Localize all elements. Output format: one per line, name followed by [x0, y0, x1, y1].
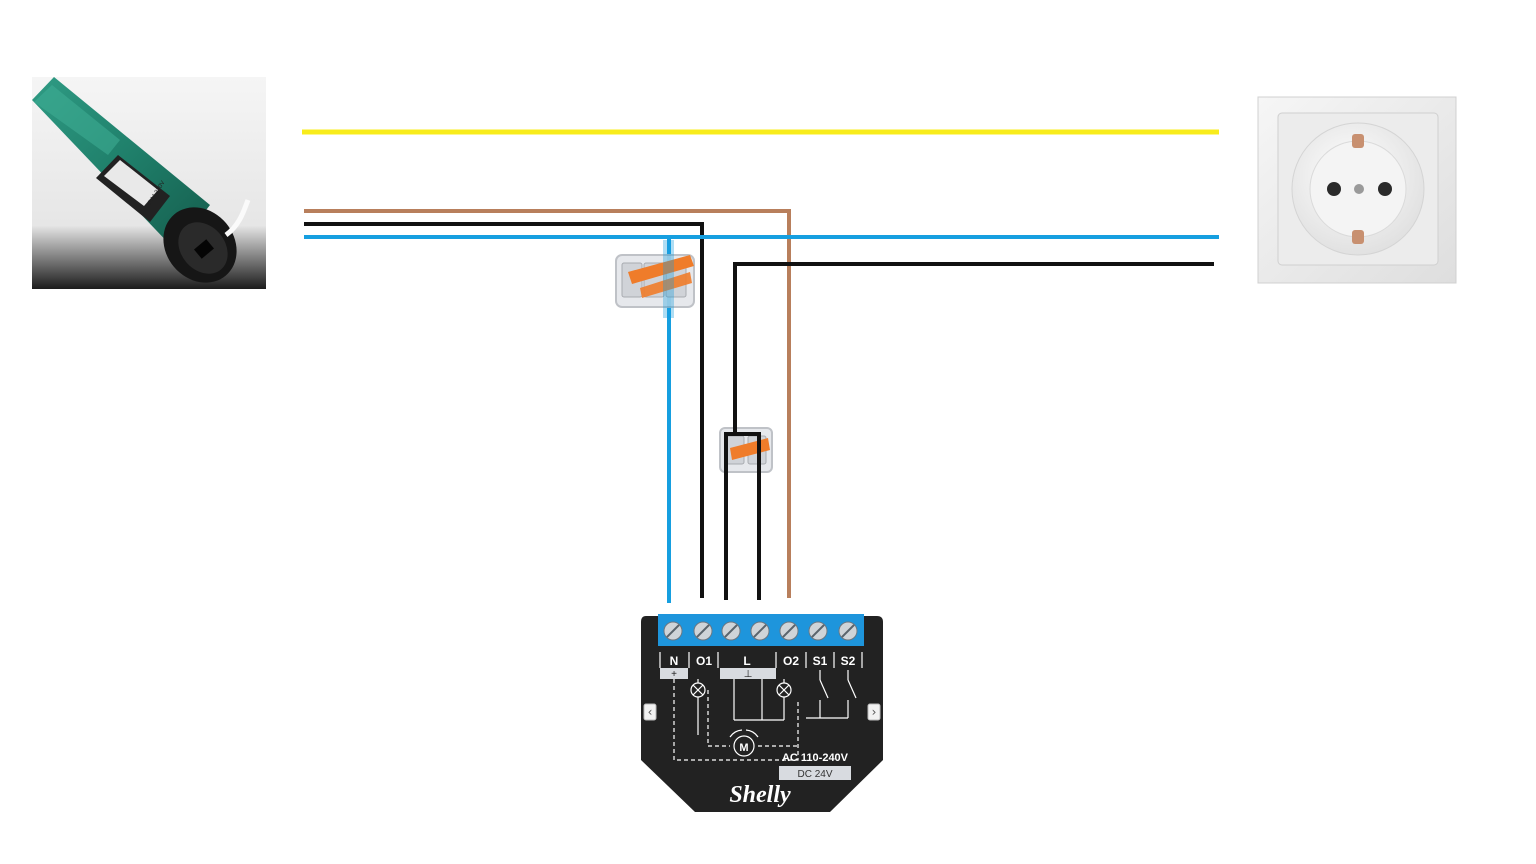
nav-arrow-left[interactable]: ‹	[643, 703, 657, 721]
internal-schematic	[673, 670, 857, 761]
motor-direction-wire-brown	[304, 209, 791, 598]
motor-symbol	[733, 735, 755, 757]
terminal-screws	[663, 621, 858, 641]
motor-symbol-label: M	[739, 742, 748, 754]
socket-earth-clip-bottom	[1352, 230, 1364, 244]
terminal-label-n: N	[670, 654, 679, 668]
motor-head	[163, 207, 237, 283]
socket-pin-hole-right	[1378, 182, 1392, 196]
shelly-logo: Shelly	[729, 782, 791, 808]
motor-direction-wire-black	[304, 222, 704, 598]
nav-arrow-right-glyph: ›	[872, 705, 877, 719]
shelly-relay: N O1 L O2 S1 S2 + ⊥	[641, 614, 883, 812]
voltage-ac-label: AC 110-240V	[782, 752, 849, 764]
nav-arrow-right[interactable]: ›	[867, 703, 881, 721]
tubular-motor: IP44 230V	[32, 77, 266, 289]
socket-pin-hole-left	[1327, 182, 1341, 196]
wall-socket	[1257, 96, 1457, 284]
terminal-label-o2: O2	[783, 654, 799, 668]
nav-arrow-left-glyph: ‹	[648, 705, 653, 719]
terminal-label-s2: S2	[841, 654, 856, 668]
terminal-sub-l: ⊥	[744, 669, 753, 680]
terminal-label-s1: S1	[813, 654, 828, 668]
voltage-dc-label: DC 24V	[797, 769, 832, 780]
motor-label: IP44 230V	[96, 155, 170, 222]
terminal-label-o1: O1	[696, 654, 712, 668]
terminal-label-l: L	[743, 654, 750, 668]
socket-earth-clip-top	[1352, 134, 1364, 148]
terminal-sub-n: +	[671, 669, 677, 680]
wago-connector-neutral	[615, 240, 695, 318]
phase-wire	[733, 262, 1214, 434]
